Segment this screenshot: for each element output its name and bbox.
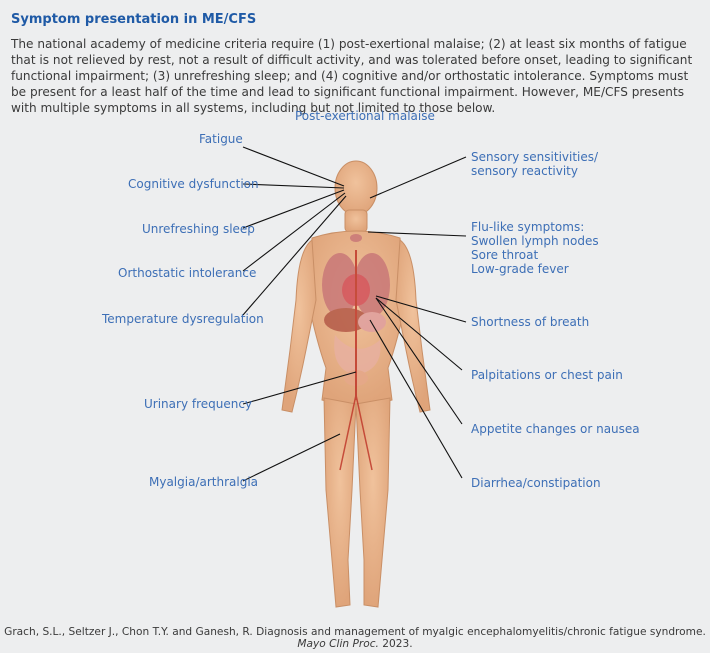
connector-orthostatic (242, 192, 346, 272)
connector-breath (375, 295, 467, 323)
connector-sensory (369, 156, 467, 199)
connector-urinary (242, 371, 357, 405)
label-myalgia-arthralgia: Myalgia/arthralgia (149, 475, 259, 489)
label-cognitive-dysfunction: Cognitive dysfunction (128, 177, 259, 191)
label-diarrhea-constipation: Diarrhea/constipation (471, 476, 601, 490)
label-temperature-dysregulation: Temperature dysregulation (102, 312, 264, 326)
citation-year: 2023. (382, 638, 413, 650)
label-flu-line2: Swollen lymph nodes (471, 234, 599, 248)
connector-fatigue (242, 146, 345, 187)
center-label-post-exertional-malaise: Post-exertional malaise (295, 109, 435, 123)
label-sensory-line1: Sensory sensitivities/ (471, 150, 599, 164)
connector-sleep (242, 189, 345, 229)
label-flu-line3: Sore throat (471, 248, 539, 262)
connector-flu (367, 231, 467, 237)
connector-cognitive (242, 183, 345, 189)
label-orthostatic-intolerance: Orthostatic intolerance (118, 266, 257, 280)
label-appetite-changes: Appetite changes or nausea (471, 422, 640, 436)
connector-temperature (242, 195, 347, 316)
label-flu-line4: Low-grade fever (471, 262, 569, 276)
connector-appetite (375, 297, 463, 425)
connector-palpitations (375, 297, 463, 371)
citation-text: Grach, S.L., Seltzer J., Chon T.Y. and G… (4, 626, 706, 638)
connector-diarrhea (369, 319, 463, 479)
citation-journal: Mayo Clin Proc. (297, 638, 379, 650)
label-sensory-sensitivities: Sensory sensitivities/ sensory reactivit… (471, 150, 598, 178)
internal-organs (322, 234, 390, 471)
page-title: Symptom presentation in ME/CFS (11, 12, 257, 27)
label-urinary-frequency: Urinary frequency (144, 397, 253, 411)
label-flu-like-symptoms: Flu-like symptoms: Swollen lymph nodes S… (471, 220, 599, 276)
connector-lines (242, 146, 467, 482)
label-sensory-line2: sensory reactivity (471, 164, 578, 178)
label-flu-line1: Flu-like symptoms: (471, 220, 585, 234)
connector-myalgia (242, 433, 341, 482)
label-fatigue: Fatigue (199, 132, 243, 146)
label-shortness-of-breath: Shortness of breath (471, 315, 590, 329)
intro-paragraph: The national academy of medicine criteri… (11, 37, 693, 115)
label-palpitations: Palpitations or chest pain (471, 368, 623, 382)
citation: Grach, S.L., Seltzer J., Chon T.Y. and G… (0, 626, 710, 650)
label-unrefreshing-sleep: Unrefreshing sleep (142, 222, 255, 236)
